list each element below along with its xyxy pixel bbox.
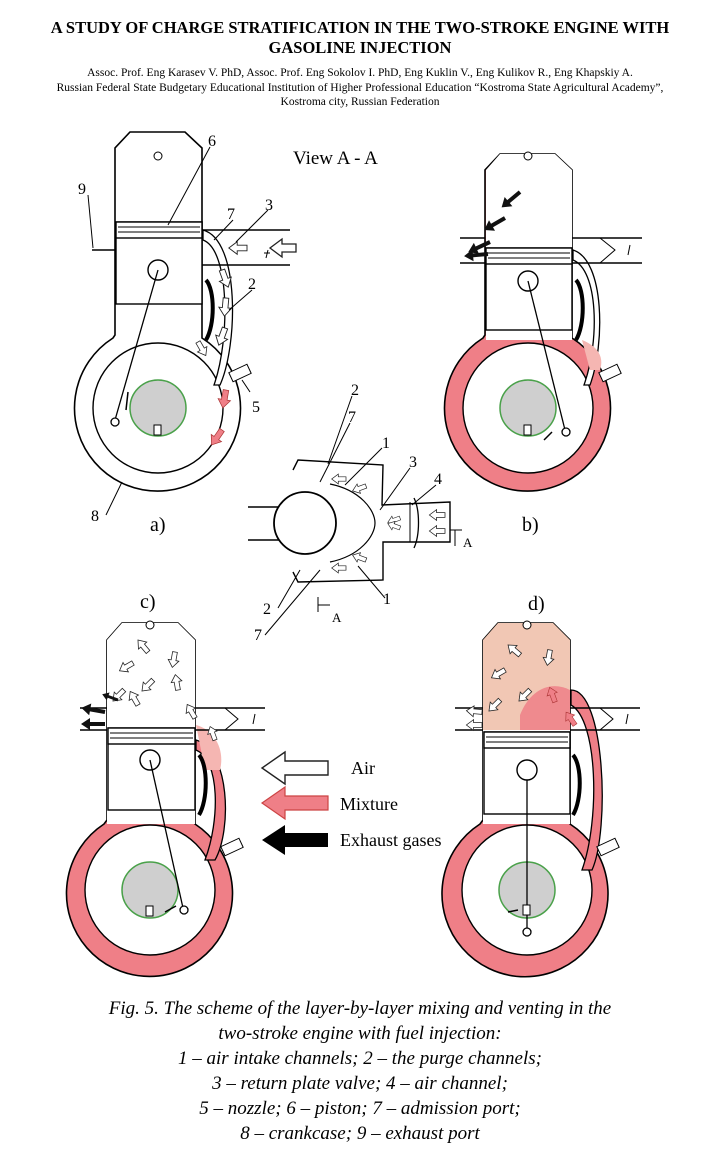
air-arrow-icon — [228, 241, 248, 255]
callout-7: 7 — [227, 206, 235, 223]
panel-a-label: a) — [150, 514, 166, 536]
legend-label-exhaust: Exhaust gases — [340, 830, 441, 850]
air-arrow-icon — [269, 238, 297, 258]
legend-label-mixture: Mixture — [340, 794, 398, 814]
callout-8: 8 — [91, 508, 99, 525]
legend: Air Mixture Exhaust gases — [260, 750, 441, 855]
section-marker-a-bottom: A — [332, 610, 342, 625]
callout-2: 2 — [248, 276, 256, 293]
panel-a-engine — [73, 131, 297, 492]
callout-center-1b: 1 — [383, 591, 391, 608]
callout-center-2b: 2 — [263, 601, 271, 618]
legend-label-air: Air — [351, 758, 375, 778]
section-view: A A 2 7 1 3 4 2 7 1 — [248, 382, 473, 644]
callout-9: 9 — [78, 181, 86, 198]
panel-d-engine: d) — [441, 593, 640, 978]
legend-item-mixture: Mixture — [260, 785, 398, 821]
callout-5: 5 — [252, 399, 260, 416]
paper-title: A STUDY OF CHARGE STRATIFICATION IN THE … — [0, 18, 720, 58]
callout-3: 3 — [265, 197, 273, 214]
section-marker-a-right: A — [463, 535, 473, 550]
panel-b-label: b) — [522, 514, 539, 536]
legend-item-exhaust: Exhaust gases — [262, 825, 441, 855]
callout-center-7b: 7 — [254, 627, 262, 644]
panel-c-engine: c) — [65, 591, 265, 978]
engine-scheme-figure: 9 6 7 3 2 5 8 a) View A - A A — [65, 131, 642, 978]
caption-line-3: 1 – air intake channels; 2 – the purge c… — [178, 1048, 542, 1069]
affiliation-line: Russian Federal State Budgetary Educatio… — [56, 81, 664, 94]
caption-line-1: Fig. 5. The scheme of the layer-by-layer… — [108, 998, 612, 1019]
callout-center-2: 2 — [351, 382, 359, 399]
title-line-2: GASOLINE INJECTION — [268, 38, 452, 57]
title-line-1: A STUDY OF CHARGE STRATIFICATION IN THE … — [50, 18, 670, 37]
callout-center-1: 1 — [382, 435, 390, 452]
air-arrow-icon — [465, 704, 483, 718]
caption-line-2: two-stroke engine with fuel injection: — [218, 1023, 502, 1044]
author-block: Assoc. Prof. Eng Karasev V. PhD, Assoc. … — [0, 66, 720, 110]
caption-line-4: 3 – return plate valve; 4 – air channel; — [212, 1073, 508, 1094]
view-label: View A - A — [293, 148, 378, 169]
callout-center-4: 4 — [434, 471, 442, 488]
panel-a-callouts: 9 6 7 3 2 5 8 a) — [78, 133, 273, 536]
figure-caption: Fig. 5. The scheme of the layer-by-layer… — [0, 996, 720, 1146]
location-line: Kostroma city, Russian Federation — [280, 96, 440, 108]
caption-line-6: 8 – crankcase; 9 – exhaust port — [240, 1123, 480, 1144]
legend-item-air: Air — [260, 750, 375, 786]
exhaust-arrow-icon — [80, 701, 107, 718]
air-arrow-icon — [466, 719, 483, 731]
panel-b-engine: b) — [443, 151, 642, 536]
callout-6: 6 — [208, 133, 216, 150]
panel-c-label: c) — [140, 591, 156, 613]
exhaust-arrow-icon — [81, 718, 105, 730]
caption-line-5: 5 – nozzle; 6 – piston; 7 – admission po… — [199, 1098, 521, 1119]
authors-line: Assoc. Prof. Eng Karasev V. PhD, Assoc. … — [87, 67, 633, 79]
callout-center-7: 7 — [348, 409, 356, 426]
panel-d-label: d) — [528, 593, 545, 615]
callout-center-3: 3 — [409, 454, 417, 471]
